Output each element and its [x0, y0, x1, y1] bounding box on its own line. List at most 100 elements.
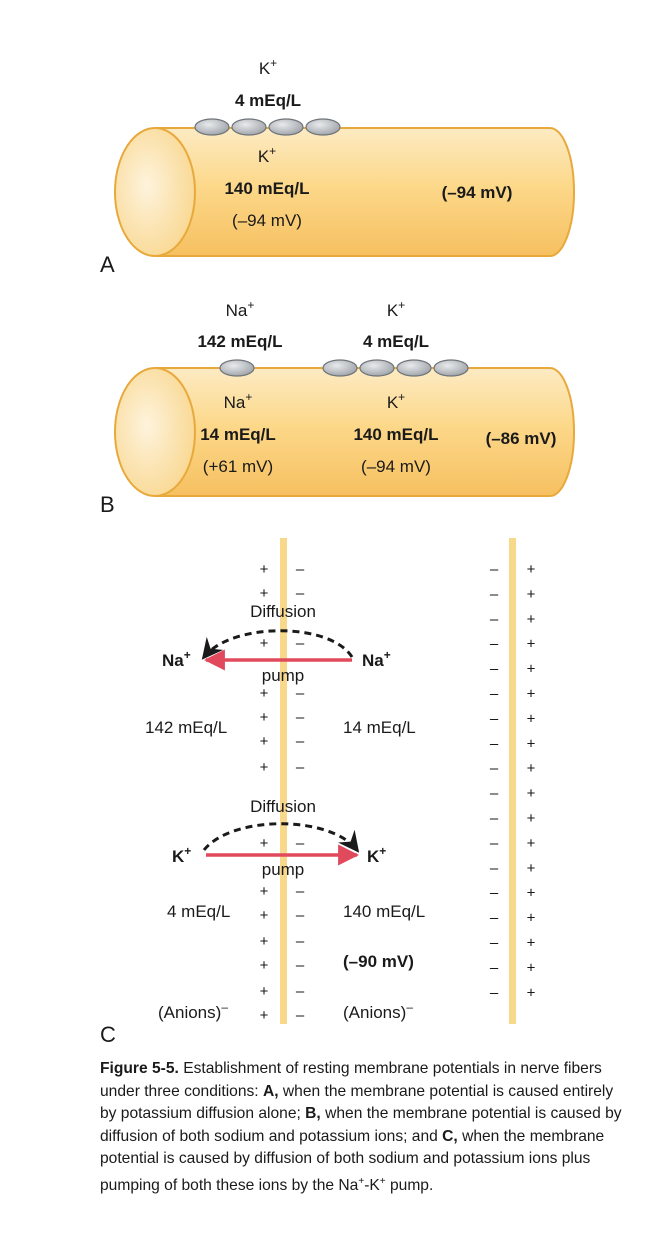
membrane-plus-sign: +	[527, 586, 536, 603]
a-outside-k-conc: 4 mEq/L	[235, 91, 301, 110]
b-inside-na-label: Na+	[224, 390, 253, 412]
membrane-plus-sign: +	[527, 860, 536, 877]
membrane-minus-sign: –	[490, 661, 499, 678]
c-membrane-potential: (–90 mV)	[343, 952, 414, 971]
b-outside-na-conc: 142 mEq/L	[197, 332, 282, 351]
fiber-a-end-cap	[114, 127, 196, 257]
fiber-a-body	[154, 127, 575, 257]
membrane-plus-sign: +	[260, 585, 269, 602]
membrane-minus-sign: –	[296, 983, 305, 1000]
membrane-minus-sign: –	[490, 636, 499, 653]
panel-a-letter: A	[100, 252, 115, 277]
caption-label: Figure 5-5.	[100, 1060, 179, 1077]
membrane-plus-sign: +	[260, 561, 269, 578]
membrane-minus-sign: –	[296, 907, 305, 924]
fiber-b-body	[154, 367, 575, 497]
membrane-left	[280, 538, 287, 1024]
b-outside-na-label: Na+	[226, 298, 255, 320]
c-outside-anions: (Anions)–	[158, 1000, 228, 1022]
na-diffusion-label: Diffusion	[250, 602, 316, 621]
membrane-minus-sign: –	[490, 586, 499, 603]
membrane-minus-sign: –	[296, 585, 305, 602]
membrane-minus-sign: –	[296, 933, 305, 950]
b-inside-k-label: K+	[387, 390, 405, 412]
membrane-minus-sign: –	[490, 910, 499, 927]
membrane-minus-sign: –	[296, 759, 305, 776]
membrane-minus-sign: –	[490, 760, 499, 777]
membrane-minus-sign: –	[296, 709, 305, 726]
figure-diagram: K+ 4 mEq/L K+ 140 mEq/L (–94 mV) (–94 mV…	[100, 56, 575, 1047]
membrane-minus-sign: –	[490, 959, 499, 976]
membrane-minus-sign: –	[296, 685, 305, 702]
fiber-b-end-cap	[114, 367, 196, 497]
membrane-minus-sign: –	[296, 561, 305, 578]
membrane-minus-sign: –	[296, 733, 305, 750]
membrane-plus-sign: +	[260, 835, 269, 852]
membrane-minus-sign: –	[296, 1007, 305, 1024]
a-inside-potential: (–94 mV)	[232, 211, 302, 230]
panel-c-letter: C	[100, 1022, 116, 1047]
membrane-minus-sign: –	[490, 710, 499, 727]
a-inside-k-conc: 140 mEq/L	[224, 179, 309, 198]
membrane-plus-sign: +	[527, 835, 536, 852]
na-outside-conc: 142 mEq/L	[145, 718, 227, 737]
membrane-plus-sign: +	[527, 910, 536, 927]
membrane-minus-sign: –	[490, 785, 499, 802]
membrane-plus-sign: +	[527, 686, 536, 703]
membrane-plus-sign: +	[260, 983, 269, 1000]
a-outside-k-label: K+	[259, 56, 277, 78]
membrane-plus-sign: +	[527, 810, 536, 827]
k-diffusion-label: Diffusion	[250, 797, 316, 816]
membrane-plus-sign: +	[260, 759, 269, 776]
membrane-plus-sign: +	[260, 1007, 269, 1024]
k-pump-label: pump	[262, 860, 305, 879]
panel-b-letter: B	[100, 492, 115, 517]
panel-b: Na+ 142 mEq/L K+ 4 mEq/L Na+ 14 mEq/L (+…	[100, 298, 575, 517]
c-inside-anions: (Anions)–	[343, 1000, 413, 1022]
membrane-plus-sign: +	[260, 957, 269, 974]
membrane-minus-sign: –	[296, 635, 305, 652]
na-inside-conc: 14 mEq/L	[343, 718, 416, 737]
membrane-right	[509, 538, 516, 1024]
a-inside-k-label: K+	[258, 144, 276, 166]
membrane-plus-sign: +	[527, 661, 536, 678]
membrane-plus-sign: +	[260, 635, 269, 652]
membrane-plus-sign: +	[527, 959, 536, 976]
na-channel-b	[219, 359, 255, 377]
membrane-plus-sign: +	[260, 883, 269, 900]
membrane-minus-sign: –	[296, 957, 305, 974]
membrane-plus-sign: +	[260, 733, 269, 750]
membrane-plus-sign: +	[260, 685, 269, 702]
membrane-plus-sign: +	[260, 933, 269, 950]
membrane-minus-sign: –	[490, 735, 499, 752]
k-channels-a	[194, 118, 341, 136]
panel-a: K+ 4 mEq/L K+ 140 mEq/L (–94 mV) (–94 mV…	[100, 56, 575, 277]
membrane-minus-sign: –	[490, 885, 499, 902]
membrane-plus-sign: +	[260, 709, 269, 726]
membrane-minus-sign: –	[296, 835, 305, 852]
membrane-minus-sign: –	[490, 561, 499, 578]
membrane-minus-sign: –	[490, 860, 499, 877]
na-left-label: Na+	[162, 648, 191, 670]
k-right-label: K+	[367, 844, 386, 866]
membrane-minus-sign: –	[490, 935, 499, 952]
k-diffusion-arrow	[202, 822, 360, 853]
membrane-plus-sign: +	[527, 710, 536, 727]
b-outside-k-conc: 4 mEq/L	[363, 332, 429, 351]
figure-caption: Figure 5-5. Establishment of resting mem…	[100, 1060, 622, 1194]
a-membrane-potential: (–94 mV)	[442, 183, 513, 202]
k-channels-b	[322, 359, 469, 377]
membrane-plus-sign: +	[260, 907, 269, 924]
na-right-label: Na+	[362, 648, 391, 670]
membrane-minus-sign: –	[490, 686, 499, 703]
na-diffusion-arrow	[201, 629, 354, 660]
b-outside-k-label: K+	[387, 298, 405, 320]
membrane-minus-sign: –	[490, 835, 499, 852]
membrane-plus-sign: +	[527, 611, 536, 628]
membrane-plus-sign: +	[527, 785, 536, 802]
k-left-label: K+	[172, 844, 191, 866]
membrane-plus-sign: +	[527, 561, 536, 578]
membrane-minus-sign: –	[296, 883, 305, 900]
membrane-plus-sign: +	[527, 735, 536, 752]
